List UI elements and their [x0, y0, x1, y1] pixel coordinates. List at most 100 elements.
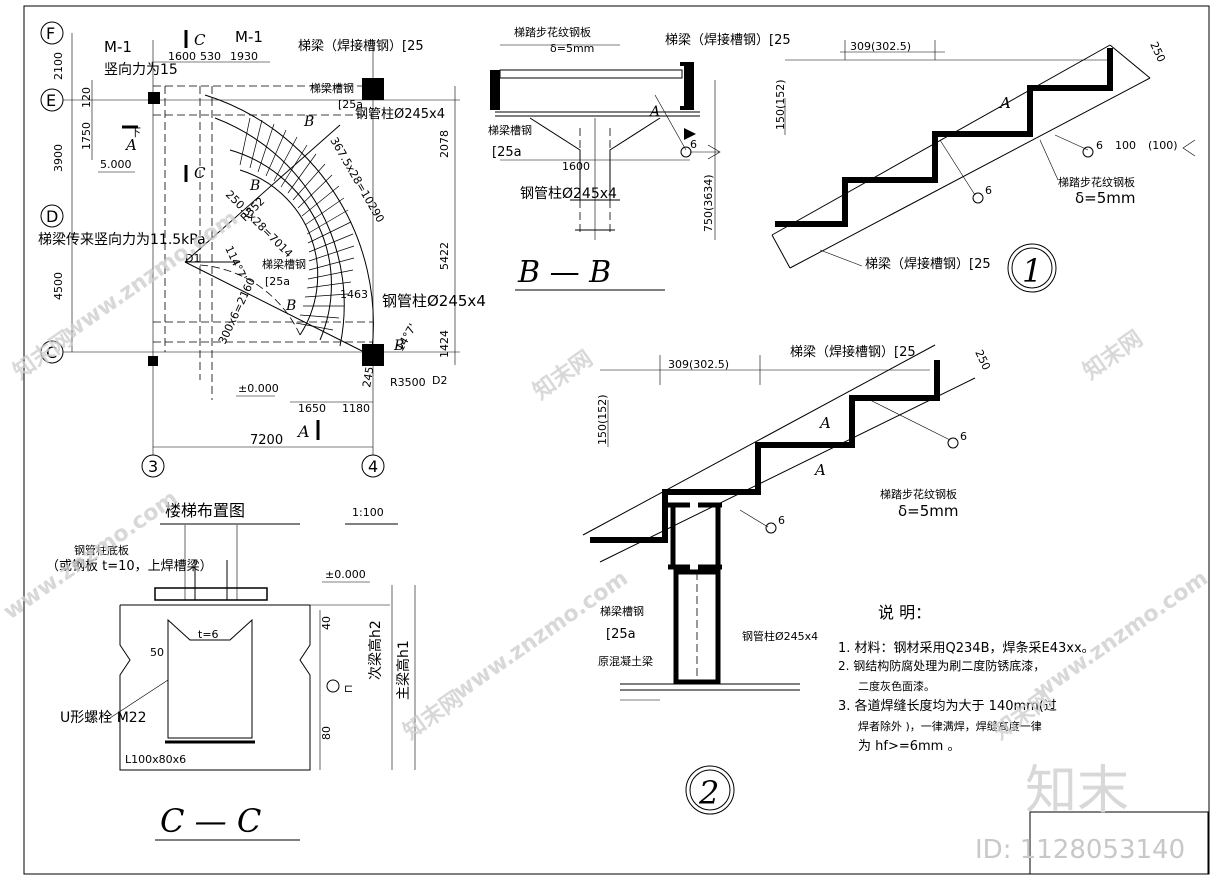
svg-text:1. 材料：钢材采用Q234B，焊条采E43xx。: 1. 材料：钢材采用Q234B，焊条采E43xx。	[838, 640, 1095, 656]
svg-text:750(3634): 750(3634)	[702, 174, 715, 232]
svg-text:[25a: [25a	[265, 275, 290, 288]
svg-text:D1: D1	[185, 252, 200, 265]
bb-title: B — B	[517, 255, 611, 290]
svg-text:367.5x28=10290: 367.5x28=10290	[327, 135, 386, 225]
svg-text:1930: 1930	[230, 50, 258, 63]
svg-text:D: D	[46, 207, 58, 226]
svg-text:C: C	[46, 343, 57, 362]
svg-text:±0.000: ±0.000	[238, 382, 279, 395]
svg-text:80: 80	[320, 726, 333, 740]
svg-text:50: 50	[150, 646, 164, 659]
svg-text:R3500: R3500	[390, 376, 426, 389]
svg-text:主梁高h1: 主梁高h1	[395, 640, 412, 700]
svg-text:梯踏步花纹钢板: 梯踏步花纹钢板	[1058, 175, 1135, 189]
svg-text:www.znzmo.com: www.znzmo.com	[0, 486, 183, 625]
svg-text:U形螺栓 M22: U形螺栓 M22	[60, 710, 147, 726]
svg-text:114°7': 114°7'	[222, 244, 249, 283]
svg-text:钢管柱Ø245x4: 钢管柱Ø245x4	[520, 186, 617, 202]
svg-text:[25a: [25a	[492, 145, 522, 160]
svg-text:D2: D2	[432, 374, 447, 387]
section-BB: 梯踏步花纹钢板 δ=5mm 梯梁（焊接槽钢）[25 梯梁槽钢 [25a 1600…	[488, 25, 791, 291]
svg-text:（或钢板 t=10，上焊槽梁）: （或钢板 t=10，上焊槽梁）	[46, 558, 213, 574]
svg-text:知末网: 知末网	[1079, 326, 1148, 385]
svg-text:A: A	[813, 461, 826, 479]
svg-text:梯梁槽钢: 梯梁槽钢	[488, 123, 532, 137]
notes-title: 说 明：	[878, 603, 931, 622]
svg-text:1750: 1750	[80, 122, 93, 150]
svg-text:2078: 2078	[438, 130, 451, 158]
detail-2: 309(302.5) 150(152) 250 梯梁（焊接槽钢）[25 A A …	[582, 344, 993, 815]
notes: 说 明： 1. 材料：钢材采用Q234B，焊条采E43xx。 2. 钢结构防腐处…	[838, 603, 1095, 754]
svg-text:t=6: t=6	[198, 628, 219, 641]
svg-text:梯梁槽钢: 梯梁槽钢	[310, 81, 354, 95]
svg-text:1600: 1600	[168, 50, 196, 63]
svg-text:[25a: [25a	[338, 98, 363, 111]
svg-text:梯踏步花纹钢板: 梯踏步花纹钢板	[514, 25, 591, 39]
svg-text:A: A	[818, 414, 831, 432]
svg-text:1424: 1424	[438, 330, 451, 358]
svg-text:A: A	[648, 104, 660, 120]
detail-2-marker	[685, 765, 735, 815]
svg-text:309(302.5): 309(302.5)	[850, 40, 911, 53]
svg-text:530: 530	[200, 50, 221, 63]
svg-text:为 hf>=6mm 。: 为 hf>=6mm 。	[858, 739, 960, 754]
svg-text:L100x80x6: L100x80x6	[125, 753, 186, 766]
column-E4	[362, 78, 384, 100]
column-C4	[362, 344, 384, 366]
detail-1: 309(302.5) 150(152) 250 A 6 6 100 (100) …	[771, 40, 1196, 293]
cc-title: C — C	[160, 802, 261, 840]
svg-text:知末网: 知末网	[529, 346, 598, 405]
grid-bubble-F: F	[40, 21, 64, 45]
svg-text:δ=5mm: δ=5mm	[550, 42, 594, 55]
plan-title: 楼梯布置图	[165, 501, 245, 520]
section-CC: 钢管柱底板 （或钢板 t=10，上焊槽梁） ±0.000 t=6 50 U形螺栓…	[46, 525, 416, 841]
svg-text:C: C	[194, 164, 206, 182]
svg-text:钢管柱底板: 钢管柱底板	[74, 543, 129, 557]
svg-text:A: A	[998, 94, 1011, 112]
svg-text:⊏: ⊏	[344, 682, 353, 695]
svg-text:下: 下	[130, 126, 141, 139]
svg-text:B: B	[393, 338, 404, 354]
svg-text:钢管柱Ø245x4: 钢管柱Ø245x4	[742, 629, 818, 643]
svg-text:6: 6	[985, 184, 992, 197]
svg-text:钢管柱Ø245x4: 钢管柱Ø245x4	[382, 292, 486, 310]
svg-text:梯梁（焊接槽钢）[25: 梯梁（焊接槽钢）[25	[865, 256, 991, 272]
door-label-m1a: M-1	[104, 38, 132, 56]
svg-text:2100: 2100	[52, 52, 65, 80]
svg-text:梯梁槽钢: 梯梁槽钢	[262, 257, 306, 271]
svg-text:B: B	[303, 114, 314, 130]
svg-text:150(152): 150(152)	[774, 79, 787, 130]
svg-text:[25a: [25a	[606, 627, 636, 642]
svg-text:梯梁（焊接槽钢）[25: 梯梁（焊接槽钢）[25	[790, 344, 916, 360]
svg-text:7200: 7200	[250, 433, 283, 448]
svg-text:焊者除外 )，一律满焊，焊缝高度一律: 焊者除外 )，一律满焊，焊缝高度一律	[858, 719, 1042, 733]
svg-text:6: 6	[960, 430, 967, 443]
svg-text:1463: 1463	[340, 288, 368, 301]
column-E3	[148, 92, 160, 104]
svg-text:6: 6	[1096, 139, 1103, 152]
svg-text:250: 250	[972, 348, 993, 373]
svg-text:3900: 3900	[52, 144, 65, 172]
svg-text:梯梁槽钢: 梯梁槽钢	[600, 604, 644, 618]
svg-text:二度灰色面漆。: 二度灰色面漆。	[858, 679, 935, 693]
svg-text:±0.000: ±0.000	[325, 568, 366, 581]
vertical-force-label: 竖向力为15	[104, 62, 178, 78]
svg-text:梯梁（焊接槽钢）[25: 梯梁（焊接槽钢）[25	[665, 32, 791, 48]
svg-text:5.000: 5.000	[100, 158, 132, 171]
column-C3	[148, 356, 158, 366]
svg-text:40: 40	[320, 616, 333, 630]
svg-text:2. 钢结构防腐处理为刷二度防锈底漆，: 2. 钢结构防腐处理为刷二度防锈底漆，	[838, 658, 1045, 673]
grid-bubble-3: 3	[141, 454, 165, 478]
svg-text:钢管柱Ø245x4: 钢管柱Ø245x4	[355, 107, 445, 122]
svg-text:4500: 4500	[52, 272, 65, 300]
svg-text:1180: 1180	[342, 402, 370, 415]
beam-force-label: 梯梁传来竖向力为11.5kPa	[38, 232, 206, 248]
svg-text:4: 4	[368, 457, 378, 476]
svg-text:1650: 1650	[298, 402, 326, 415]
svg-text:3. 各道焊缝长度均为大于 140mm(过: 3. 各道焊缝长度均为大于 140mm(过	[838, 698, 1057, 714]
svg-text:B: B	[285, 298, 296, 314]
svg-text:www.znzmo.com: www.znzmo.com	[59, 206, 243, 345]
svg-text:B: B	[249, 178, 260, 194]
drawing-id: ID: 1128053140	[975, 835, 1185, 865]
svg-text:1600: 1600	[562, 160, 590, 173]
